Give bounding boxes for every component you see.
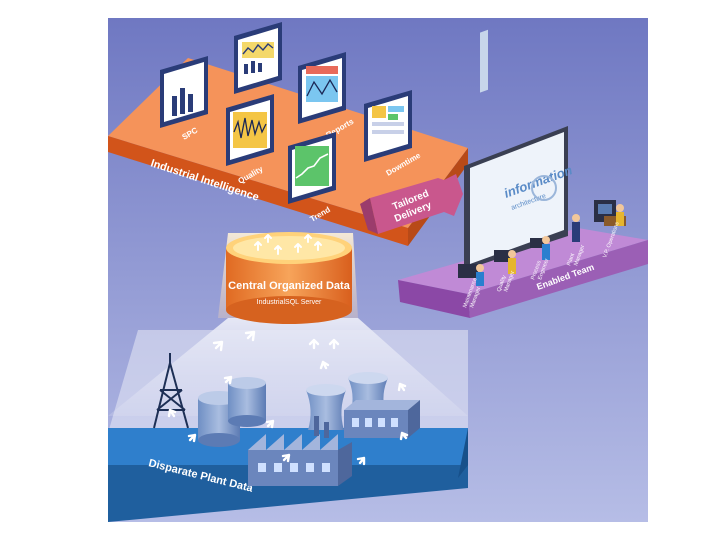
diagram-svg: Disparate Plant Data [108, 18, 648, 522]
tailored-delivery-arrow: Tailored Delivery [360, 174, 463, 234]
gauge-chart-icon [242, 42, 274, 74]
upward-arrow-icons [167, 330, 409, 466]
quality-chart-icon [233, 112, 267, 148]
report-panel-spc: SPC [160, 56, 208, 142]
team-label-plant-1: Plant [566, 252, 576, 266]
report-panel-quality: Quality [226, 94, 274, 186]
reports-chart-icon [306, 66, 338, 102]
storage-tank-icon [198, 377, 266, 447]
building-icon [344, 400, 420, 438]
team-label-quality-1: Quality [496, 274, 508, 292]
central-data-label: Central Organized Data [228, 280, 351, 292]
bar-chart-icon [172, 88, 193, 116]
information-screen: information architecture [464, 29, 574, 270]
tower-icon [153, 353, 189, 429]
central-data-cylinder: Central Organized Data IndustrialSQL Ser… [226, 232, 352, 324]
central-data-sublabel: IndustrialSQL Server [257, 299, 322, 306]
diagram-canvas: Disparate Plant Data [108, 18, 648, 522]
globe-icon [531, 175, 557, 201]
downtime-chart-icon [372, 106, 404, 134]
factory-icon [248, 416, 352, 486]
trend-chart-icon [295, 146, 329, 186]
cylinder-arrow-icons [254, 234, 322, 255]
report-panel-kpi: KPI [234, 22, 282, 108]
